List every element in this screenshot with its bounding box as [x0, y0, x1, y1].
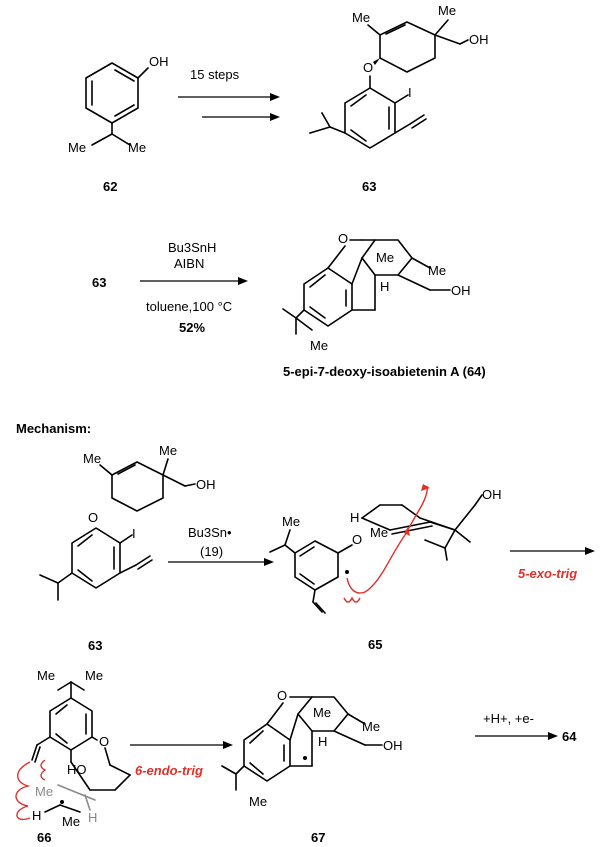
reagent-ref: (19)	[200, 544, 223, 559]
arrow-condition: 5-exo-trig	[518, 566, 577, 581]
reagent-label: Bu3SnH	[168, 240, 216, 255]
reagent-label: Bu3Sn•	[188, 525, 232, 540]
methyl-label: Me	[62, 814, 80, 829]
radical-66: Me Me O HO Me H H Me 66	[15, 668, 131, 845]
compound-63: Me Me OH O I 63	[309, 3, 489, 194]
mechanism-compound-63: Me Me OH O I 63	[39, 443, 216, 653]
hydroxyl-label: OH	[451, 283, 471, 298]
compound-62: OH Me Me 62	[68, 54, 169, 194]
methyl-label: Me	[35, 784, 53, 799]
methyl-label: Me	[370, 525, 388, 540]
compound-64: O Me OH H Me Me	[282, 231, 471, 353]
reagent-label: AIBN	[174, 256, 204, 271]
reaction-arrow-5-exo: 5-exo-trig	[510, 547, 595, 581]
iodine-label: I	[132, 526, 136, 541]
compound-number: 66	[37, 830, 51, 845]
radical-67: O Me OH H Me Me 67	[221, 688, 403, 845]
compound-number: 67	[311, 830, 325, 845]
hydroxyl-label: OH	[196, 477, 216, 492]
hydroxyl-label: OH	[383, 738, 403, 753]
methyl-label: Me	[249, 794, 267, 809]
arrow-condition: 15 steps	[190, 67, 240, 82]
radical-65: H OH Me O Me 65	[269, 484, 502, 652]
oxygen-label: O	[277, 688, 287, 703]
reaction-arrow-6-endo: 6-endo-trig	[130, 741, 233, 778]
hydroxyl-label: OH	[482, 487, 502, 502]
iodine-label: I	[408, 85, 412, 100]
methyl-label: Me	[352, 10, 370, 25]
methyl-label: Me	[310, 338, 328, 353]
methyl-label: Me	[128, 140, 146, 155]
hydrogen-label: H	[318, 734, 327, 749]
methyl-label: Me	[313, 705, 331, 720]
hydrogen-label: H	[380, 279, 389, 294]
oxygen-label: O	[99, 734, 109, 749]
reaction-arrow-bu3sn: Bu3Sn• (19)	[168, 525, 274, 566]
oxygen-label: O	[88, 510, 98, 525]
methyl-label: Me	[37, 668, 55, 683]
hydroxyl-label: OH	[469, 32, 489, 47]
hydroxyl-label: OH	[149, 54, 169, 69]
oxygen-label: O	[338, 231, 348, 246]
methyl-label: Me	[85, 668, 103, 683]
compound-number: 62	[103, 179, 117, 194]
oxygen-label: O	[363, 60, 373, 75]
oxygen-label: O	[352, 532, 362, 547]
arrow-condition: +H+, +e-	[483, 711, 534, 726]
methyl-label: Me	[68, 140, 86, 155]
hydroxyl-label: HO	[67, 762, 87, 777]
hydrogen-label: H	[350, 510, 359, 525]
hydrogen-label: H	[88, 810, 97, 825]
methyl-label: Me	[83, 451, 101, 466]
methyl-label: Me	[362, 719, 380, 734]
compound-number: 65	[368, 637, 382, 652]
compound-number: 63	[88, 638, 102, 653]
hydrogen-label: H	[32, 808, 41, 823]
reaction-arrow-15-steps: 15 steps	[178, 67, 280, 121]
methyl-label: Me	[428, 263, 446, 278]
methyl-label: Me	[282, 514, 300, 529]
methyl-label: Me	[159, 443, 177, 458]
step2: 63 Bu3SnH AIBN toluene,100 °C 52% O Me O…	[92, 231, 486, 379]
product-name: 5-epi-7-deoxy-isoabietenin A (64)	[283, 364, 486, 379]
methyl-label: Me	[376, 250, 394, 265]
compound-number: 64	[562, 729, 577, 744]
yield-label: 52%	[179, 320, 205, 335]
reaction-arrow-final: +H+, +e- 64	[475, 711, 577, 744]
compound-number: 63	[362, 179, 376, 194]
compound-number: 63	[92, 275, 106, 290]
section-heading: Mechanism:	[16, 421, 91, 436]
condition-label: toluene,100 °C	[146, 299, 232, 314]
methyl-label: Me	[438, 3, 456, 18]
arrow-condition: 6-endo-trig	[135, 763, 203, 778]
